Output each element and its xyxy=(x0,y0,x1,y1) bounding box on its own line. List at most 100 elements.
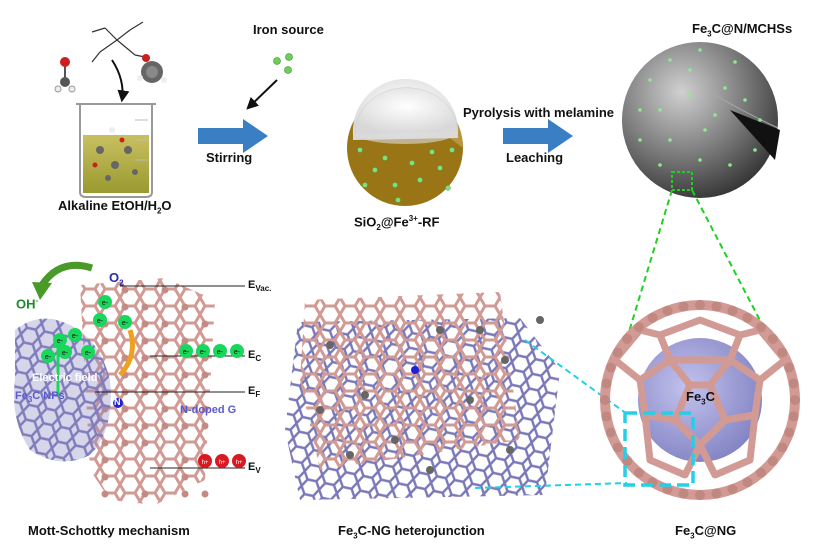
carbon-atom xyxy=(162,287,169,294)
fe3c-particle xyxy=(668,138,672,142)
cage-atom xyxy=(695,490,705,500)
carbon-atom xyxy=(122,440,129,447)
leaching-label: Leaching xyxy=(506,150,563,165)
carbon-atom xyxy=(202,321,209,328)
cage-atom xyxy=(679,489,689,499)
evac-label: EVac. xyxy=(248,279,271,293)
electron-text: e- xyxy=(97,318,104,325)
cage-atom xyxy=(679,301,689,311)
cage-atom xyxy=(727,484,737,494)
hole-text: h+ xyxy=(202,460,209,466)
electron-text: e- xyxy=(217,349,224,356)
fe-atom xyxy=(316,406,324,414)
fe-atom xyxy=(426,466,434,474)
fe3c-particle xyxy=(703,128,707,132)
ef-label: EF xyxy=(248,385,260,399)
carbon-atom xyxy=(182,304,189,311)
carbon-atom xyxy=(122,304,129,311)
fe-atom xyxy=(476,326,484,334)
cage-atom xyxy=(622,334,632,344)
hole: h+ xyxy=(198,454,212,468)
stirring-label: Stirring xyxy=(206,150,252,165)
fe-atom xyxy=(536,316,544,324)
electron-text: e- xyxy=(183,349,190,356)
oh-label: OH- xyxy=(16,296,38,311)
sio2-fe-rf-label: SiO2@Fe3+-RF xyxy=(354,214,440,232)
electron-text: e- xyxy=(122,320,129,327)
phenol-molecule xyxy=(137,54,167,83)
electron-text: e- xyxy=(62,350,69,357)
hole-text: h+ xyxy=(236,460,243,466)
fe3c-particle xyxy=(723,86,727,90)
cage-atom xyxy=(634,322,644,332)
fe-atom xyxy=(466,396,474,404)
fe-atom xyxy=(506,446,514,454)
carbon-atom xyxy=(202,423,209,430)
hole-text: h+ xyxy=(219,460,226,466)
heterojunction-structure xyxy=(285,292,560,500)
electron-text: e- xyxy=(200,349,207,356)
formaldehyde-molecule xyxy=(55,57,75,92)
electric-field-label: Electric field xyxy=(32,372,97,384)
carbon-atom xyxy=(142,423,149,430)
carbon-atom xyxy=(182,423,189,430)
orr-arrow xyxy=(42,265,92,285)
cage-atom xyxy=(756,322,766,332)
fe3c-particle xyxy=(658,108,662,112)
hole: h+ xyxy=(232,454,246,468)
carbon-atom xyxy=(182,372,189,379)
mixing-arrow xyxy=(112,60,123,100)
fe3c-particle xyxy=(648,78,652,82)
fe3c-particle xyxy=(658,163,662,167)
cage-atom xyxy=(613,443,623,453)
cage-atom xyxy=(784,427,794,437)
cage-atom xyxy=(743,477,753,487)
carbon-atom xyxy=(142,321,149,328)
carbon-atom xyxy=(162,406,169,413)
mott-schottky-label: Mott-Schottky mechanism xyxy=(28,523,190,538)
cage-atom xyxy=(695,300,705,310)
electron-text: e- xyxy=(57,338,64,345)
carbon-atom xyxy=(182,457,189,464)
electron: e- xyxy=(68,328,82,342)
electron-text: e- xyxy=(72,333,79,340)
cage-atom xyxy=(756,468,766,478)
cage-atom xyxy=(601,379,611,389)
carbon-atom xyxy=(202,491,209,498)
carbon-atom xyxy=(162,423,169,430)
pyrolysis-arrow xyxy=(503,119,573,153)
o2-label: O2 xyxy=(109,270,124,288)
ndoped-g-label: N-doped G xyxy=(180,404,236,416)
electron: e- xyxy=(53,333,67,347)
carbon-atom xyxy=(142,338,149,345)
ev-label: EV xyxy=(248,461,261,475)
carbon-atom xyxy=(102,491,109,498)
electron-text: e- xyxy=(234,349,241,356)
fe3c-particle xyxy=(688,93,692,97)
carbon-atom xyxy=(142,355,149,362)
cage-atom xyxy=(606,427,616,437)
fe3c-n-mchss-label: Fe3C@N/MCHSs xyxy=(692,21,792,39)
carbon-atom xyxy=(142,491,149,498)
cage-atom xyxy=(727,306,737,316)
fe3c-particle xyxy=(728,163,732,167)
cage-atom xyxy=(789,411,799,421)
fe3c-particle xyxy=(638,108,642,112)
hole-group: h+ h+ h+ xyxy=(198,454,246,468)
electron: e- xyxy=(230,344,244,358)
carbon-atom xyxy=(162,338,169,345)
fe3c-particle xyxy=(753,148,757,152)
fe3c-particle xyxy=(668,58,672,62)
carbon-atom xyxy=(142,372,149,379)
electron: e- xyxy=(213,344,227,358)
fe-atom xyxy=(346,451,354,459)
electron: e- xyxy=(196,344,210,358)
electron: e- xyxy=(41,349,55,363)
carbon-atom xyxy=(102,457,109,464)
fe3c-particle xyxy=(758,118,762,122)
carbon-atom xyxy=(102,440,109,447)
carbon-atom xyxy=(102,338,109,345)
cage-atom xyxy=(784,363,794,373)
sio2-fe-rf-sphere xyxy=(347,79,463,206)
